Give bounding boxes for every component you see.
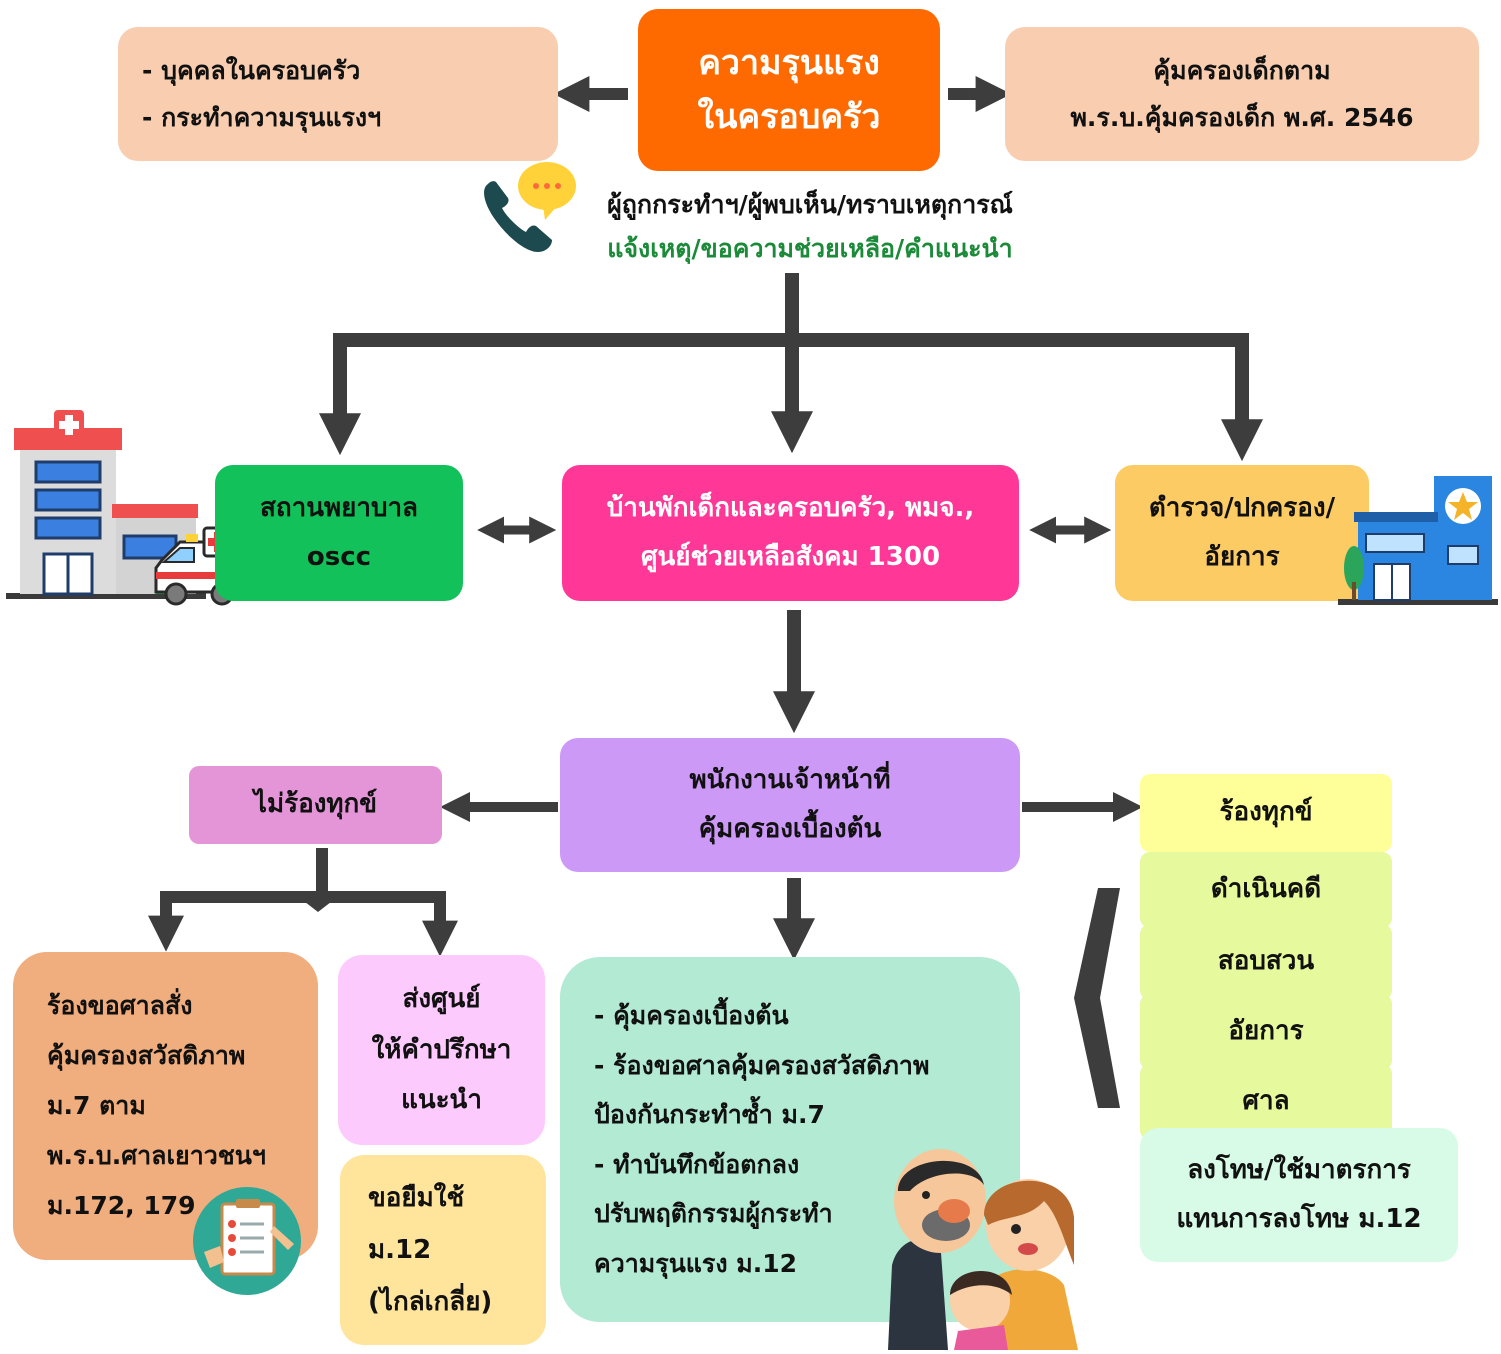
hospital-oscc-box: สถานพยาบาล oscc bbox=[215, 465, 463, 601]
counseling-box: ส่งศูนย์ ให้คำปรึกษา แนะนำ bbox=[338, 955, 545, 1145]
mediation-box: ขอยืมใช้ ม.12 (ไกล่เกลี่ย) bbox=[340, 1155, 546, 1345]
domestic-violence-box: ความรุนแรง ในครอบครัว bbox=[638, 9, 940, 171]
checklist-icon bbox=[190, 1186, 304, 1296]
shelter-box: บ้านพักเด็กและครอบครัว, พมจ., ศูนย์ช่วยเ… bbox=[562, 465, 1019, 601]
reporter-text: ผู้ถูกกระทำฯ/ผู้พบเห็น/ทราบเหตุการณ์ bbox=[607, 190, 1013, 219]
police-station-icon bbox=[1338, 472, 1498, 606]
family-icon bbox=[888, 1145, 1088, 1350]
phone-icon bbox=[480, 178, 560, 258]
report-action-text: แจ้งเหตุ/ขอความช่วยเหลือ/คำแนะนำ bbox=[607, 233, 1013, 263]
family-members-box: - บุคคลในครอบครัว - กระทำความรุนแรงฯ bbox=[118, 27, 558, 161]
punishment-box: ลงโทษ/ใช้มาตรการ แทนการลงโทษ ม.12 bbox=[1140, 1128, 1458, 1262]
step-prosecutor: อัยการ bbox=[1140, 994, 1392, 1070]
chat-bubble-icon bbox=[515, 160, 579, 222]
step-court: ศาล bbox=[1140, 1064, 1392, 1140]
no-complaint-box: ไม่ร้องทุกข์ bbox=[189, 766, 442, 844]
step-prosecution: ดำเนินคดี bbox=[1140, 852, 1392, 928]
step-investigation: สอบสวน bbox=[1140, 924, 1392, 1000]
child-protection-box: คุ้มครองเด็กตาม พ.ร.บ.คุ้มครองเด็ก พ.ศ. … bbox=[1005, 27, 1479, 161]
bracket-shape bbox=[1074, 888, 1120, 1108]
report-caption: ผู้ถูกกระทำฯ/ผู้พบเห็น/ทราบเหตุการณ์ แจ้… bbox=[580, 183, 1040, 271]
police-prosecutor-box: ตำรวจ/ปกครอง/ อัยการ bbox=[1115, 465, 1369, 601]
hospital-icon bbox=[6, 410, 206, 600]
complaint-box: ร้องทุกข์ bbox=[1140, 774, 1392, 852]
protection-measures-box: - คุ้มครองเบื้องต้น - ร้องขอศาลคุ้มครองส… bbox=[560, 957, 1020, 1322]
officer-box: พนักงานเจ้าหน้าที่ คุ้มครองเบื้องต้น bbox=[560, 738, 1020, 872]
